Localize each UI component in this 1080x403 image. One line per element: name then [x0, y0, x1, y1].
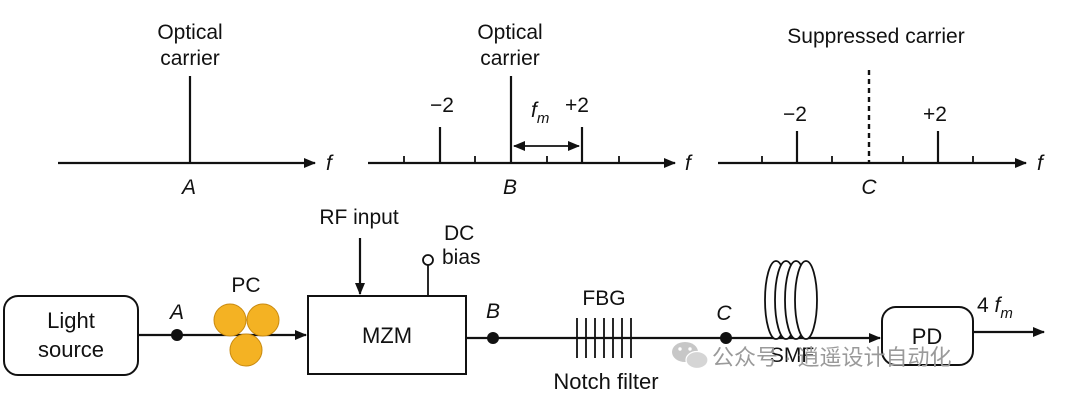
fbg-grating	[576, 318, 632, 358]
spectrum-b-point-label: B	[503, 176, 517, 199]
polarization-controller: PC	[213, 274, 280, 367]
pc-paddle-bottom	[229, 333, 263, 367]
spectrum-c-axis-variable: f	[1037, 152, 1045, 175]
spectrum-c-title: Suppressed carrier	[787, 25, 964, 48]
dc-bias: DC bias	[422, 222, 481, 296]
spectrum-b-carrier-label-line1: Optical	[477, 21, 542, 44]
system-diagram: Light source A PC MZM RF input	[3, 206, 1045, 394]
output-frequency-label: 4 fm	[977, 294, 1013, 322]
spectrum-c-upper-sideband-label: +2	[923, 103, 947, 126]
pc-paddle-right	[246, 303, 280, 337]
pc-label: PC	[231, 274, 260, 297]
fbg-notch-filter: FBG Notch filter	[553, 287, 658, 394]
spectrum-b-carrier-label-line2: carrier	[480, 47, 540, 70]
light-source-label-line1: Light	[47, 308, 95, 333]
point-a-marker	[171, 329, 183, 341]
pd-label: PD	[912, 324, 943, 349]
mzm-box	[307, 295, 467, 375]
dc-bias-terminal	[422, 254, 434, 266]
dc-bias-label-line2: bias	[442, 246, 481, 269]
spectrum-c: Suppressed carrier −2 +2 f C	[718, 25, 1045, 199]
point-b-marker	[487, 332, 499, 344]
mzm-label: MZM	[362, 323, 412, 348]
pc-paddle-left	[213, 303, 247, 337]
spectrum-b: Optical carrier −2 +2 fm f B	[368, 21, 693, 199]
pd-box	[881, 306, 974, 366]
pd-block: PD	[881, 306, 974, 366]
spectrum-b-spacing-label: fm	[531, 99, 549, 127]
smf-coil-loop	[794, 260, 818, 340]
mzm-block: MZM	[307, 295, 467, 375]
spectrum-b-lower-sideband-label: −2	[430, 94, 454, 117]
smf-label: SMF	[770, 344, 814, 367]
point-c-label: C	[716, 302, 732, 325]
spectrum-b-upper-sideband-label: +2	[565, 94, 589, 117]
spectrum-a: Optical carrier f A	[58, 21, 334, 199]
spectrum-b-axis-variable: f	[685, 152, 693, 175]
point-b-label: B	[486, 300, 500, 323]
spectrum-a-point-label: A	[180, 176, 196, 199]
notch-filter-label: Notch filter	[553, 369, 658, 394]
watermark-text: 公众号 · 逍遥设计自动化	[712, 345, 952, 370]
light-source-label-line2: source	[38, 337, 104, 362]
spectrum-c-point-label: C	[861, 176, 877, 199]
smf-coil: SMF	[764, 260, 818, 367]
spectrum-c-lower-sideband-label: −2	[783, 103, 807, 126]
light-source-block: Light source	[3, 295, 139, 376]
spectrum-a-carrier-label-line2: carrier	[160, 47, 220, 70]
watermark: 公众号 · 逍遥设计自动化	[672, 342, 952, 370]
spectrum-a-carrier-label-line1: Optical	[157, 21, 222, 44]
rf-input-label: RF input	[319, 206, 399, 229]
wechat-icon	[672, 342, 709, 370]
point-c-marker	[720, 332, 732, 344]
spectrum-c-ticks	[761, 156, 974, 163]
point-a-label: A	[168, 301, 184, 324]
fbg-label: FBG	[582, 287, 625, 310]
rf-input: RF input	[319, 206, 399, 295]
dc-bias-label-line1: DC	[444, 222, 474, 245]
spectrum-a-axis-variable: f	[326, 152, 334, 175]
spectrum-b-ticks	[403, 156, 620, 163]
